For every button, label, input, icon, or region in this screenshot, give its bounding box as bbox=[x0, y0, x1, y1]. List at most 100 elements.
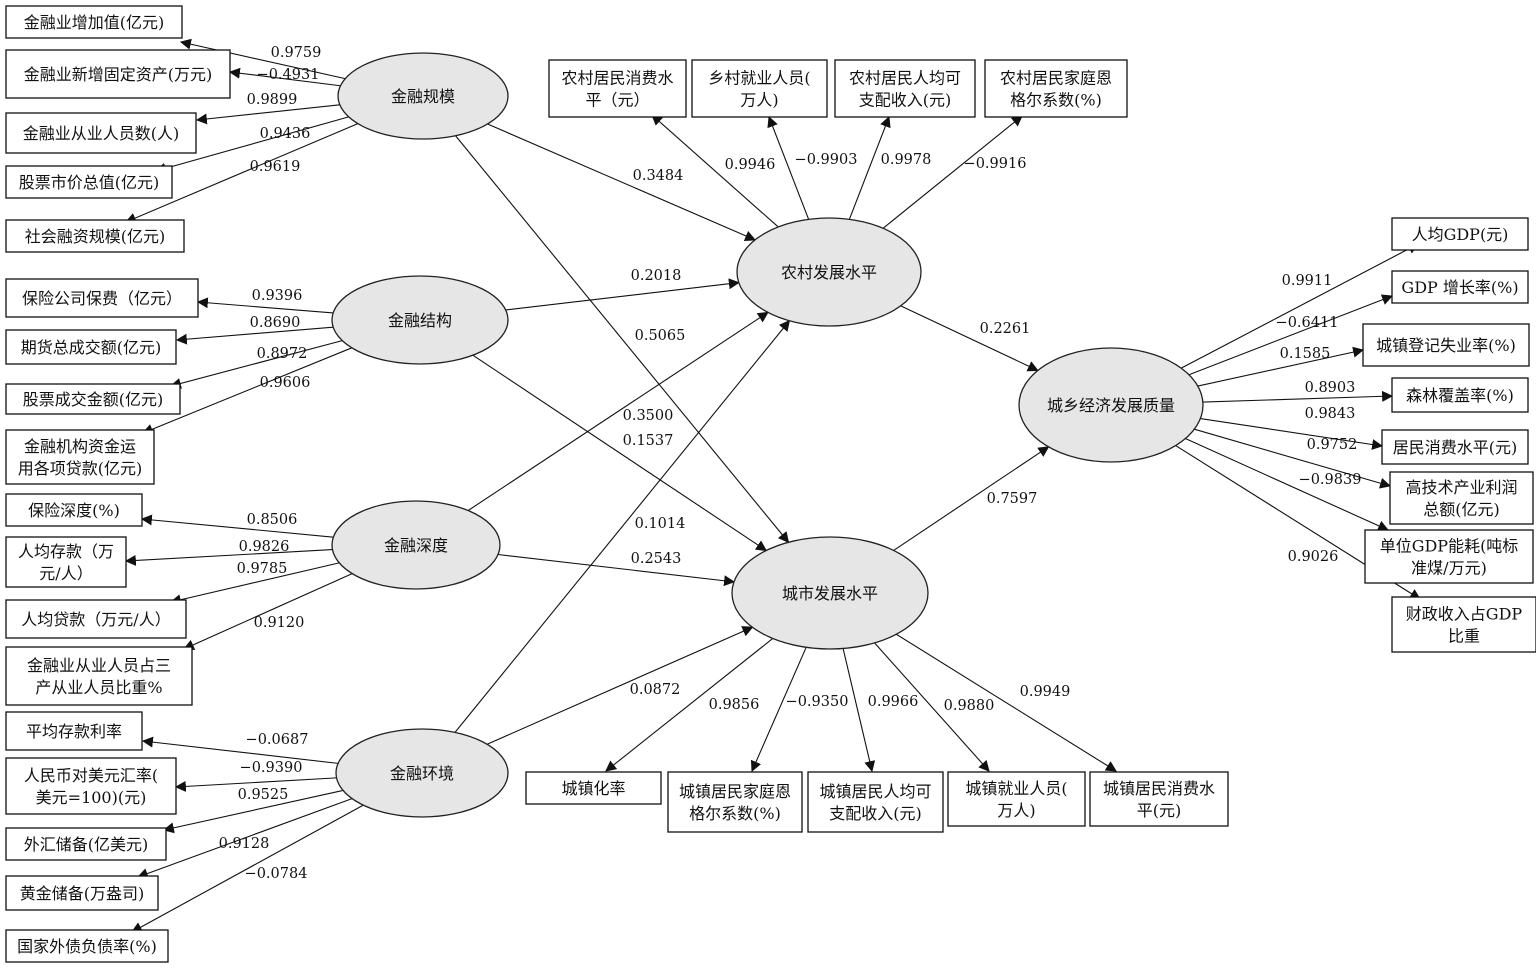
indicator-rect bbox=[5, 757, 177, 815]
indicator-box-q8: 财政收入占GDP 比重 bbox=[1391, 596, 1536, 653]
indicator-label: 城镇居民消费水 bbox=[1103, 779, 1215, 798]
latent-ellipse bbox=[331, 275, 509, 365]
indicator-rect bbox=[1391, 377, 1529, 413]
indicator-rect bbox=[548, 59, 687, 118]
loading-arrow-jr_hj-i18 bbox=[131, 804, 364, 933]
loading-value-i15: −0.9390 bbox=[240, 760, 303, 776]
indicator-label: 支配收入(元) bbox=[829, 804, 922, 823]
loading-arrow-cs-u2 bbox=[750, 647, 807, 773]
indicator-box-i8: 股票成交金额(亿元) bbox=[5, 383, 181, 415]
latent-ellipse bbox=[1018, 347, 1204, 463]
loading-arrow-jr_gm-i4 bbox=[154, 116, 349, 174]
path-arrow-jr_hj-to-cs bbox=[486, 626, 754, 745]
loading-value-i6: 0.9396 bbox=[252, 288, 303, 304]
indicator-rect bbox=[5, 112, 197, 154]
loading-value-i9: 0.9606 bbox=[260, 375, 311, 391]
indicator-label: 美元=100)(元) bbox=[36, 788, 147, 807]
latent-node-cs: 城市发展水平 bbox=[731, 536, 929, 650]
latent-label: 金融环境 bbox=[390, 764, 454, 783]
path-arrow-jr_hj-to-nc bbox=[454, 319, 791, 733]
loading-arrow-jr_sd-i13 bbox=[182, 573, 353, 650]
loading-value-i2: −0.4931 bbox=[257, 67, 320, 83]
loading-arrow-jr_gm-i1 bbox=[179, 38, 346, 80]
indicator-rect bbox=[5, 429, 155, 485]
indicator-label: 居民消费水平(元) bbox=[1393, 438, 1518, 457]
indicator-box-q2: GDP 增长率(%) bbox=[1391, 270, 1529, 304]
loading-value-i1: 0.9759 bbox=[271, 45, 322, 61]
indicator-label: 财政收入占GDP bbox=[1406, 605, 1523, 624]
indicator-label: 人均存款（万 bbox=[18, 542, 114, 561]
indicator-box-q3: 城镇登记失业率(%) bbox=[1362, 323, 1530, 367]
indicator-label: 万人) bbox=[740, 91, 778, 110]
latent-node-cx: 城乡经济发展质量 bbox=[1018, 347, 1204, 463]
indicator-rect bbox=[691, 59, 828, 118]
loading-arrow-cx-q6 bbox=[1194, 428, 1392, 489]
path-coefficient-gm_nc: 0.3484 bbox=[633, 168, 684, 184]
loading-value-r4: −0.9916 bbox=[964, 156, 1027, 172]
path-coefficient-jg_cs: 0.1537 bbox=[623, 433, 674, 449]
loading-value-u2: 0.9856 bbox=[709, 697, 760, 713]
indicator-label: 高技术产业利润 bbox=[1405, 478, 1517, 497]
latent-label: 金融规模 bbox=[391, 87, 455, 106]
indicator-label: 金融业增加值(亿元) bbox=[24, 13, 165, 32]
indicator-label: 元/人） bbox=[39, 564, 92, 583]
indicator-rect bbox=[5, 875, 159, 911]
indicator-label: 森林覆盖率(%) bbox=[1406, 386, 1514, 405]
indicator-label: 期货总成交额(亿元) bbox=[21, 338, 162, 357]
indicator-rect bbox=[525, 771, 662, 805]
latent-label: 金融深度 bbox=[384, 536, 448, 555]
indicator-box-i1: 金融业增加值(亿元) bbox=[5, 5, 183, 39]
loading-value-q5: 0.9843 bbox=[1305, 406, 1356, 422]
loading-value-i4: 0.9436 bbox=[260, 126, 311, 142]
path-arrow-jr_gm-to-nc bbox=[487, 123, 757, 242]
latent-node-jr_sd: 金融深度 bbox=[331, 500, 501, 590]
path-arrow-jr_jg-to-cs bbox=[472, 354, 768, 552]
loading-value-q6: 0.9752 bbox=[1307, 437, 1358, 453]
path-coefficient-nc_cx: 0.2261 bbox=[980, 321, 1031, 337]
loading-arrow-jr_hj-i16 bbox=[162, 789, 344, 834]
indicator-rect bbox=[667, 771, 803, 833]
indicator-label: 保险深度(%) bbox=[28, 501, 120, 520]
loading-arrow-jr_hj-i17 bbox=[136, 798, 353, 879]
indicator-rect bbox=[1089, 771, 1229, 827]
indicator-label: 黄金储备(万盎司) bbox=[20, 884, 145, 903]
indicator-rect bbox=[5, 49, 231, 99]
indicator-label: 股票成交金额(亿元) bbox=[23, 390, 164, 409]
indicator-label: 农村居民人均可 bbox=[849, 69, 961, 88]
indicator-box-i5: 社会融资规模(亿元) bbox=[5, 219, 185, 253]
indicator-label: 城镇居民家庭恩 bbox=[679, 782, 791, 801]
indicator-label: 保险公司保费（亿元） bbox=[22, 289, 182, 308]
indicator-box-i15: 人民币对美元汇率(美元=100)(元) bbox=[5, 757, 177, 815]
loading-value-q4: 0.8903 bbox=[1305, 380, 1356, 396]
indicator-label: 人均贷款（万元/人） bbox=[21, 610, 170, 629]
loading-arrow-jr_hj-i14 bbox=[141, 736, 339, 764]
loading-arrow-nc-r1 bbox=[651, 114, 779, 228]
loading-value-q1: 0.9911 bbox=[1282, 273, 1333, 289]
path-coefficient-jg_nc: 0.2018 bbox=[631, 268, 682, 284]
indicator-label: 城镇化率 bbox=[561, 779, 625, 798]
loading-arrow-jr_jg-i7 bbox=[175, 326, 334, 345]
path-coefficient-cs_cx: 0.7597 bbox=[987, 491, 1038, 507]
loading-value-u5: 0.9880 bbox=[944, 698, 995, 714]
indicator-box-i4: 股票市价总值(亿元) bbox=[5, 165, 173, 199]
loading-value-u3: −0.9350 bbox=[786, 694, 849, 710]
indicator-rect bbox=[5, 383, 181, 415]
indicator-rect bbox=[5, 165, 173, 199]
indicator-rect bbox=[1364, 529, 1534, 584]
loading-arrow-cx-q1 bbox=[1180, 243, 1419, 369]
path-coefficient-sd_cs: 0.2543 bbox=[631, 551, 682, 567]
loading-value-i3: 0.9899 bbox=[247, 92, 298, 108]
indicator-label: 单位GDP能耗(吨标 bbox=[1380, 537, 1519, 556]
loading-value-q8: 0.9026 bbox=[1288, 549, 1339, 565]
loading-arrow-jr_jg-i8 bbox=[169, 340, 343, 389]
loading-arrow-nc-r3 bbox=[848, 115, 891, 220]
indicator-rect bbox=[1362, 323, 1530, 367]
indicator-label: 金融业从业人员数(人) bbox=[23, 124, 180, 143]
indicator-label: 比重 bbox=[1448, 627, 1480, 646]
